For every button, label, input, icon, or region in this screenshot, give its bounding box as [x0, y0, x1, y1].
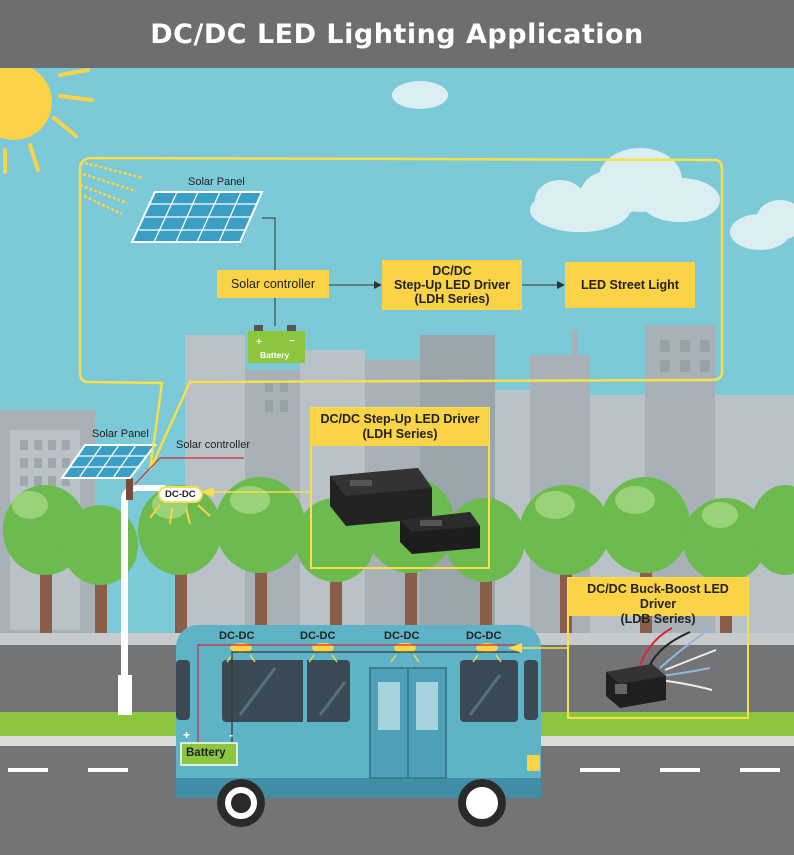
sun-rays-icon	[79, 161, 144, 216]
solar-panel-label: Solar Panel	[188, 176, 245, 188]
solar-controller-box: Solar controller	[217, 270, 329, 298]
step-up-line-3: (LDH Series)	[414, 292, 490, 306]
battery-plus-label: +	[256, 337, 262, 348]
solar-panel-icon	[60, 444, 158, 479]
step-up-line-2: Step-Up LED Driver	[394, 278, 510, 292]
battery-minus-label: −	[289, 336, 295, 347]
bus-battery-label: Battery	[186, 747, 226, 759]
bus-dcdc-label-2: DC-DC	[300, 630, 336, 642]
bus	[176, 625, 541, 827]
street-solar-panel-label: Solar Panel	[92, 428, 149, 440]
battery-label: Battery	[260, 350, 290, 360]
bus-dcdc-label-3: DC-DC	[384, 630, 420, 642]
solar-panel-icon	[130, 191, 264, 243]
lamp-dcdc-tag: DC-DC	[158, 486, 203, 503]
buck-boost-box-title: DC/DC Buck-Boost LED Driver (LDB Series)	[568, 582, 748, 627]
step-up-box-title: DC/DC Step-Up LED Driver (LDH Series)	[311, 412, 489, 442]
cloud-icon	[392, 81, 794, 250]
bus-plus-label: +	[183, 728, 191, 742]
street-lamp	[118, 478, 211, 715]
bus-dcdc-label-4: DC-DC	[466, 630, 502, 642]
step-up-line-1: DC/DC	[432, 264, 472, 278]
bus-minus-label: -	[229, 728, 233, 742]
bus-battery-icon	[180, 742, 238, 766]
diagram-callout-outline	[78, 156, 724, 471]
buck-boost-line-1: DC/DC Buck-Boost LED Driver	[587, 582, 729, 611]
led-street-light-block: LED Street Light	[565, 262, 695, 308]
page-title: DC/DC LED Lighting Application	[0, 0, 794, 68]
street-solar-controller-label: Solar controller	[176, 439, 250, 451]
ldb-module-image	[606, 627, 717, 708]
step-up-box-line-2: (LDH Series)	[362, 427, 438, 441]
ldh-module-image	[330, 468, 480, 554]
bus-dcdc-label-1: DC-DC	[219, 630, 255, 642]
step-up-driver-block: DC/DC Step-Up LED Driver (LDH Series)	[382, 260, 522, 310]
sun-icon	[0, 64, 94, 174]
buck-boost-line-2: (LDB Series)	[620, 612, 696, 626]
step-up-box-line-1: DC/DC Step-Up LED Driver	[320, 412, 480, 426]
battery-icon	[248, 325, 305, 363]
